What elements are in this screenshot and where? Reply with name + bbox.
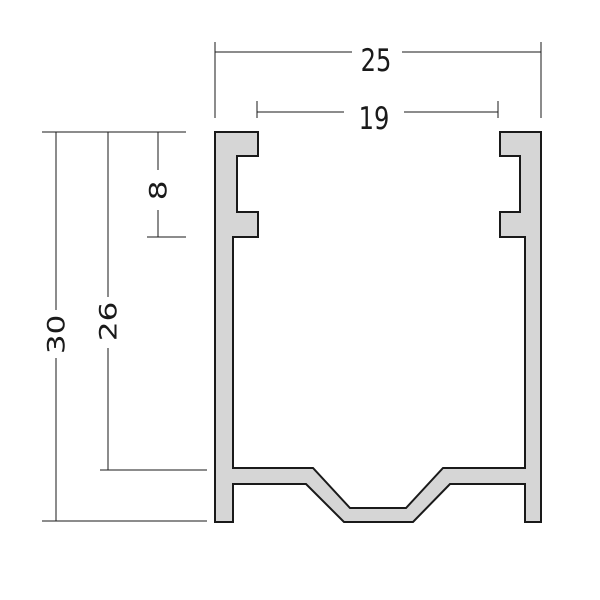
dimension-label-19: 19 bbox=[359, 100, 390, 137]
dimension-label-26: 26 bbox=[94, 302, 123, 341]
dimension-groove-spacing: 8 bbox=[144, 132, 186, 238]
dimension-inner-width: 19 bbox=[256, 100, 499, 137]
dimension-overall-width: 25 bbox=[214, 42, 542, 118]
dimension-label-25: 25 bbox=[361, 42, 392, 79]
dimension-label-8: 8 bbox=[144, 181, 173, 201]
dimension-inner-height: 26 bbox=[94, 132, 207, 471]
channel-profile-section bbox=[214, 131, 542, 523]
dimension-label-30: 30 bbox=[42, 315, 71, 354]
dimension-overall-height: 30 bbox=[42, 131, 207, 522]
